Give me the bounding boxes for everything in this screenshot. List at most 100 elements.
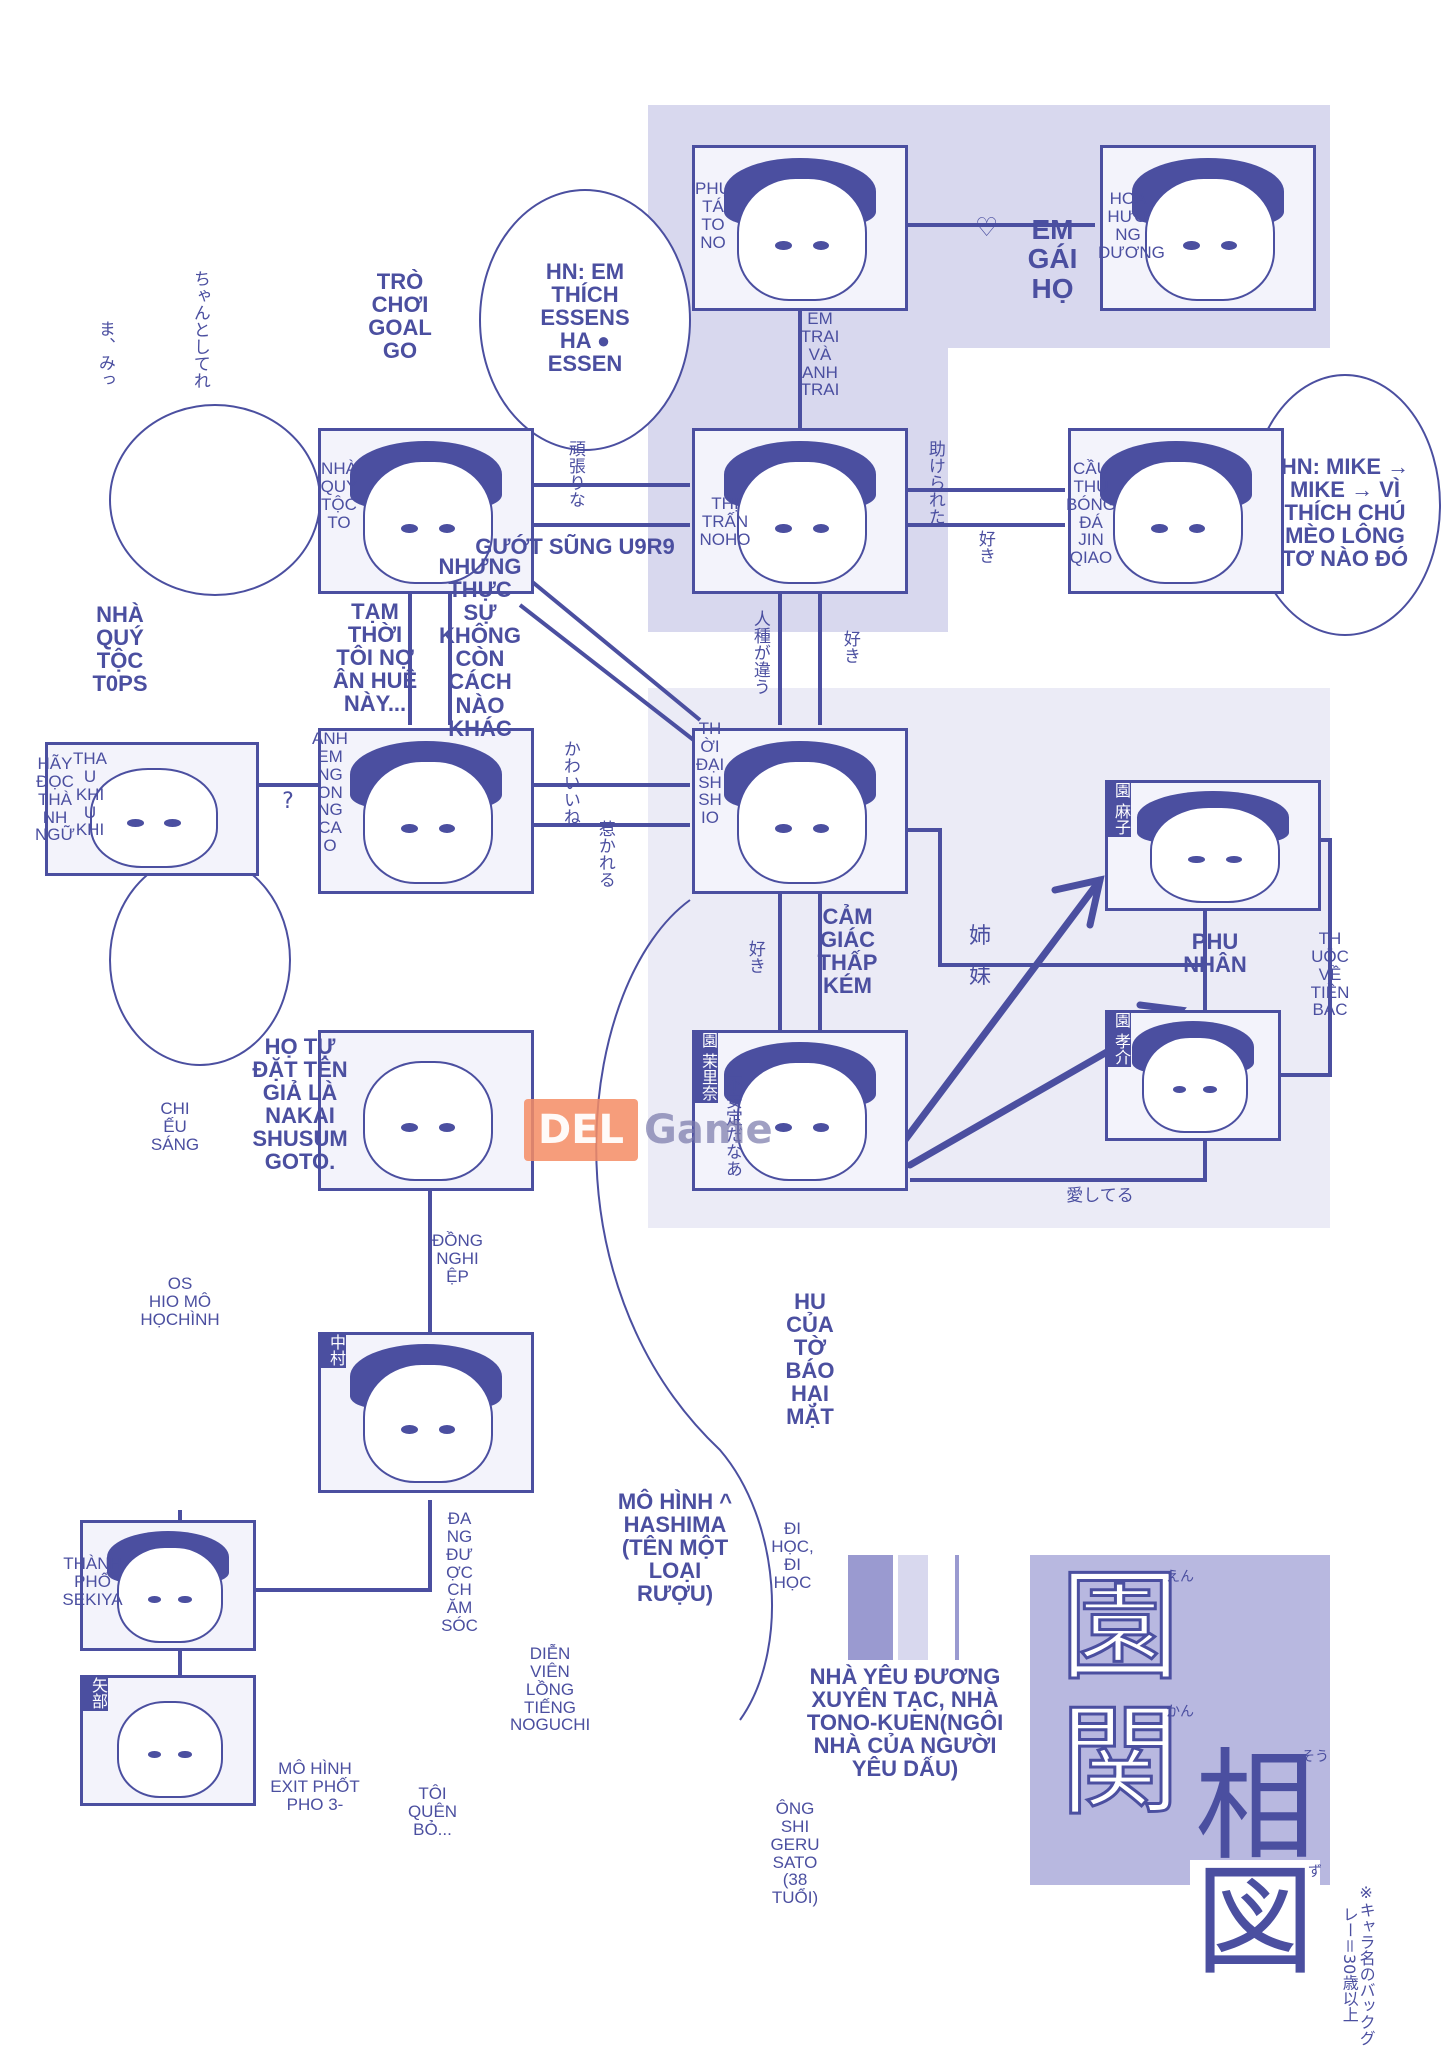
title-char-4: 図 bbox=[1190, 1860, 1320, 1986]
label-hu-cua: HU CỦA TỜ BÁO HẠI MẶT bbox=[785, 1289, 835, 1430]
label-tro-choi: TRÒ CHƠI GOAL GO bbox=[368, 269, 432, 364]
rel-ane: 姉 bbox=[968, 924, 991, 949]
panel-ho-tu-dat bbox=[318, 1030, 534, 1191]
watermark: DEL Game bbox=[524, 1087, 934, 1173]
panel-thoi-dai bbox=[692, 728, 908, 894]
panel-thanh-pho bbox=[80, 1520, 256, 1651]
title-ruby-2: かん bbox=[1166, 1704, 1194, 1720]
label-thanh-pho: THÀNH PHỐ SEKIYA bbox=[62, 1554, 123, 1609]
panel-phu-ta bbox=[692, 145, 908, 311]
label-dang-duoc: ĐA NG ĐƯ ỢC CH ĂM SÓC bbox=[441, 1509, 478, 1636]
label-hn-em: HN: EM THÍCH ESSENS HA ● ESSEN bbox=[540, 259, 630, 377]
bubble-scribble-2 bbox=[109, 854, 291, 1066]
panel-hoa-huong bbox=[1100, 145, 1316, 311]
rel-horeru: 惹かれる bbox=[594, 820, 615, 888]
label-em-trai: EM TRAI VÀ ANH TRAI bbox=[800, 309, 840, 400]
label-di-hoc: ĐI HỌC, ĐI HỌC bbox=[771, 1519, 814, 1592]
panel-anh-ngon bbox=[318, 728, 534, 894]
panel-marie bbox=[692, 1030, 908, 1191]
label-chi-eu: CHI ẾU SÁNG bbox=[150, 1099, 200, 1154]
title-stripe-3 bbox=[955, 1555, 959, 1660]
tag-marie: 園 茉里奈 bbox=[692, 1030, 718, 1104]
label-guot: GƯỚT SŨNG U9R9 bbox=[475, 534, 675, 559]
tag-asako: 園 麻子 bbox=[1105, 780, 1131, 838]
label-dong-nghiep: ĐỒNG NGHI ỆP bbox=[432, 1231, 483, 1286]
panel-nakamura bbox=[318, 1332, 534, 1493]
panel-nha-quy-toc bbox=[318, 428, 534, 594]
side-note-1: ちゃんとしてれ bbox=[189, 270, 210, 389]
panel-thi-tran bbox=[692, 428, 908, 594]
panel-kosuke bbox=[1105, 1010, 1281, 1141]
label-thau-khi: THA U KHI U KHI bbox=[73, 749, 107, 840]
label-hoa-huong: HOA HƯƠ NG DƯƠNG bbox=[1098, 189, 1165, 262]
tag-kosuke: 園 孝介 bbox=[1105, 1010, 1131, 1068]
label-anh-ngon: ANH EM NG ON NG CA O bbox=[312, 729, 348, 856]
rel-tasuke: 助けられた bbox=[924, 440, 945, 525]
label-ong-shi: ÔNG SHI GERU SATO (38 TUỔI) bbox=[770, 1799, 820, 1908]
side-note-2: ま、みっ bbox=[94, 320, 115, 388]
bubble-hn-em bbox=[479, 189, 691, 451]
line-nakamura-to-group bbox=[180, 1500, 432, 1592]
panel-yabe bbox=[80, 1675, 256, 1806]
heart-icon: ♡ bbox=[975, 213, 999, 243]
line-kosuke-to-marie bbox=[910, 1135, 1207, 1182]
title-stripe-1 bbox=[848, 1555, 893, 1660]
curved-line bbox=[595, 899, 773, 1721]
rel-aishiteru: 愛してる bbox=[1066, 1186, 1134, 1206]
label-hn-mike: HN: MIKE → MIKE → VÌ THÍCH CHÚ MÈO LÔNG … bbox=[1280, 454, 1410, 572]
arrow-nha-diag-2 bbox=[518, 603, 702, 747]
rel-suki-3: 好き bbox=[744, 940, 765, 974]
scribble-arrow-1 bbox=[901, 876, 1104, 1144]
panel-asako bbox=[1105, 780, 1321, 911]
label-cam-giac: CẢM GIÁC THẤP KÉM bbox=[817, 904, 878, 999]
panel-thau-khi bbox=[45, 742, 259, 876]
title-ruby-4: ず bbox=[1308, 1864, 1322, 1880]
label-nhung-thuc: NHƯNG THỰC SỰ KHÔNG CÒN CÁCH NÀO KHÁC bbox=[438, 554, 522, 741]
rel-question: ? bbox=[282, 789, 294, 814]
label-dien-vien: DIỄN VIÊN LỒNG TIẾNG NOGUCHI bbox=[510, 1644, 591, 1735]
title-ruby-1: えん bbox=[1166, 1569, 1194, 1585]
label-mo-hinh-exit: MÔ HÌNH EXIT PHỐT PHO 3- bbox=[270, 1759, 360, 1814]
label-thoi-dai: TH ỜI ĐẠI SH SH IO bbox=[695, 719, 725, 828]
label-thuoc-ve: TH UỘC VỀ TIỀN BẠC bbox=[1310, 929, 1350, 1020]
label-em-gai-ho: EM GÁI HỌ bbox=[1027, 214, 1078, 304]
label-nha-quy-toc-to: NHÀ QUÝ TỘC TO bbox=[320, 459, 358, 532]
label-nha-yeu: NHÀ YÊU ĐƯƠNG XUYÊN TẠC, NHÀ TONO-KUEN(N… bbox=[806, 1664, 1004, 1782]
rel-ganbare: 頑張りな bbox=[564, 440, 585, 508]
label-phu-nhan: PHU NHÂN bbox=[1183, 929, 1247, 978]
rel-fuan: 不安定だなあ bbox=[721, 1075, 742, 1177]
scribble-arrow-3 bbox=[1051, 875, 1105, 929]
label-tam-thoi: TẠM THỜI TÔI NỢ ÂN HUỆ NÀY... bbox=[332, 599, 418, 717]
note-bottom: ※キャラ名のバックグレー＝30歳以上 bbox=[1339, 1882, 1376, 2046]
label-thi-tran: THỊ TRẤN NOHO bbox=[699, 494, 751, 549]
line-asako-to-kosuke bbox=[1275, 838, 1332, 1077]
title-char-2: 関 bbox=[1059, 1693, 1182, 1832]
panel-cau-thu bbox=[1068, 428, 1284, 594]
rel-suki-2: 好き bbox=[839, 630, 860, 664]
watermark-logo: DEL bbox=[524, 1099, 639, 1161]
line-thoi-to-sisters bbox=[905, 828, 1205, 967]
tag-nakamura: 中村 bbox=[318, 1332, 346, 1368]
label-cau-thu: CẦU THỦ BÓNG ĐÁ JIN QIAO bbox=[1065, 459, 1117, 568]
title-block bbox=[1030, 1555, 1330, 1885]
title-stripe-2 bbox=[898, 1555, 928, 1660]
label-hay-doc: HÃY ĐỌC THÀ NH NGỮ bbox=[34, 754, 76, 845]
title-ruby-3: そう bbox=[1301, 1749, 1329, 1765]
watermark-text: Game bbox=[644, 1107, 773, 1153]
label-nha-quy-toc-tops: NHÀ QUÝ TỘC T0PS bbox=[92, 602, 148, 697]
rel-imouto: 妹 bbox=[968, 964, 991, 989]
title-char-3: 相 bbox=[1195, 1738, 1315, 1877]
rel-jinshu: 人種が違う bbox=[749, 610, 770, 695]
label-toi-quen: TÔI QUÊN BỎ... bbox=[407, 1784, 458, 1839]
tag-yabe: 矢部 bbox=[80, 1675, 108, 1711]
rel-suki-1: 好き bbox=[974, 530, 995, 564]
bubble-scribble-1 bbox=[109, 404, 321, 596]
title-char-1: 園 bbox=[1059, 1558, 1182, 1697]
label-phu-ta: PHỤ TÁ TO NO bbox=[695, 179, 731, 252]
label-os-hio: OS HIO MÔ HỌCHÌNH bbox=[140, 1274, 220, 1329]
rel-kawaii: かわいいね bbox=[559, 740, 580, 825]
arrow-nha-diag-1 bbox=[528, 578, 702, 722]
label-mo-hinh-hashima: MÔ HÌNH ^ HASHIMA (TÊN MỘT LOẠI RƯỢU) bbox=[617, 1489, 733, 1607]
label-ho-tu-dat: HỌ TỰ ĐẶT TÊN GIẢ LÀ NAKAI SHUSUM GOTO. bbox=[252, 1034, 348, 1175]
